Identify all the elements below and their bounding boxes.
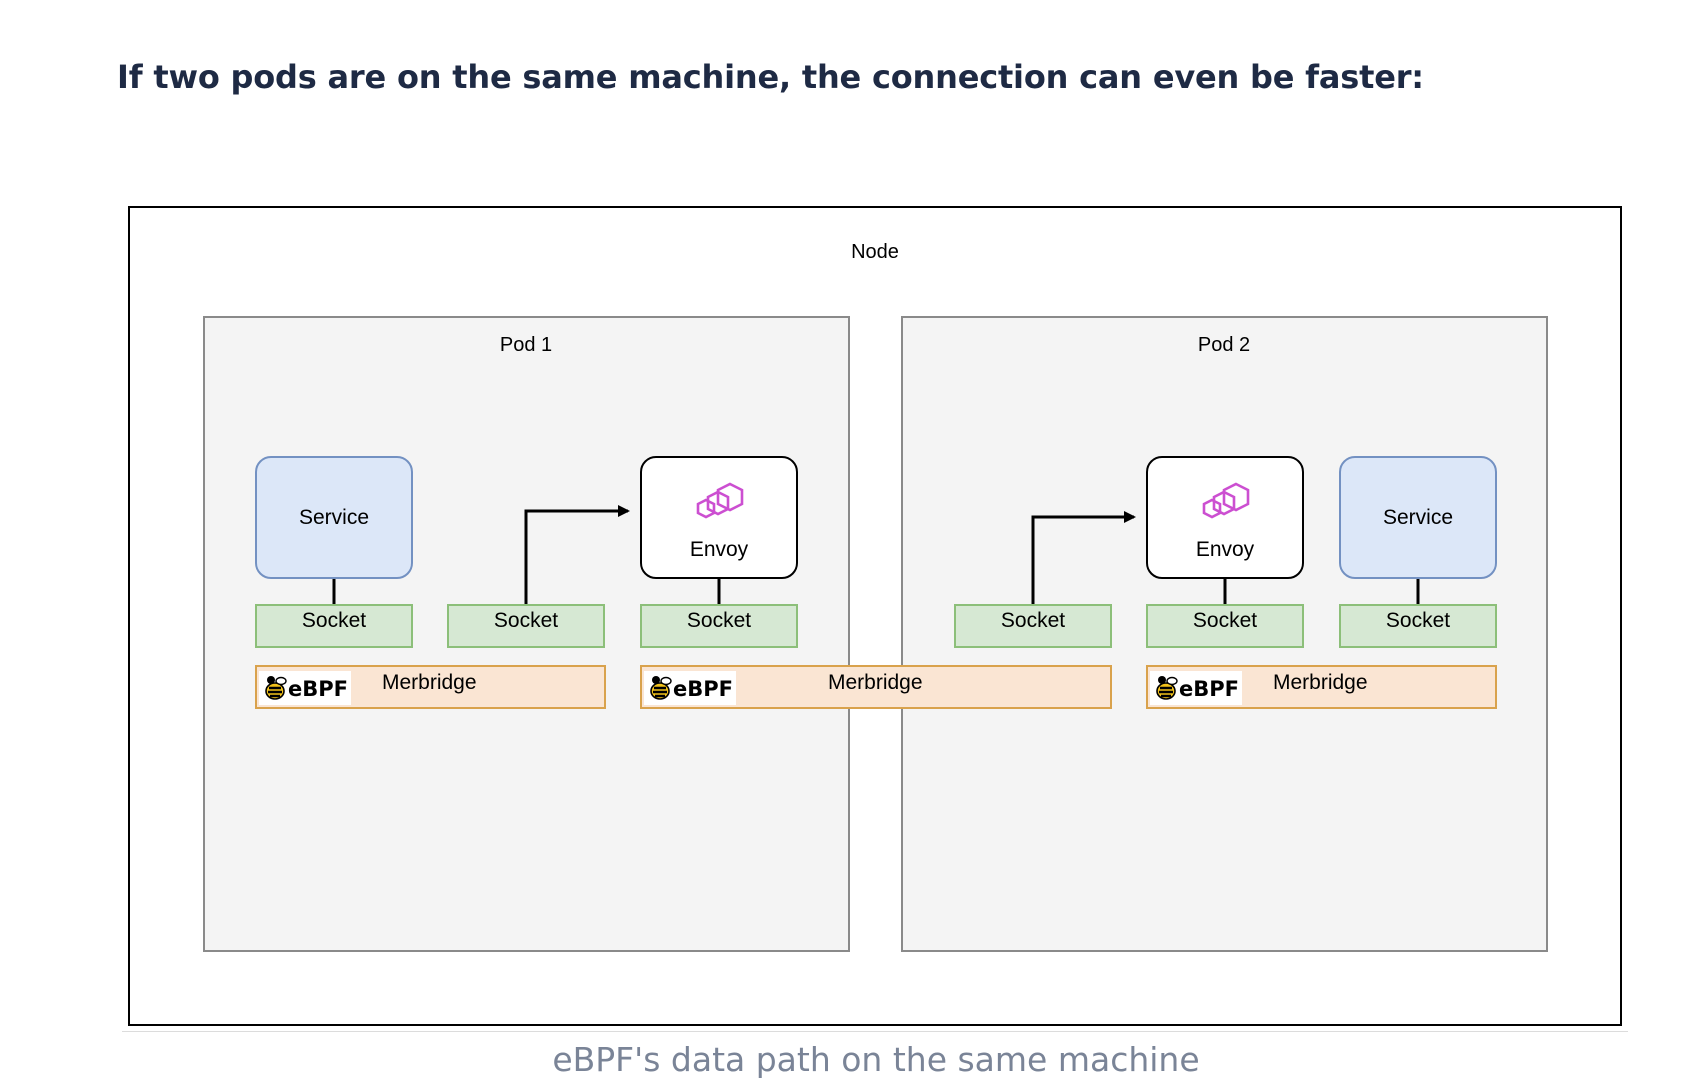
envoy-label: Envoy bbox=[689, 538, 749, 561]
ebpf-logo: eBPF bbox=[644, 671, 736, 705]
pod-1-label: Pod 1 bbox=[499, 334, 553, 356]
pod-2-socket-middle: Socket bbox=[954, 604, 1112, 648]
caption-divider bbox=[122, 1031, 1628, 1032]
bee-icon bbox=[650, 676, 672, 700]
ebpf-logo: eBPF bbox=[1150, 671, 1242, 705]
envoy-icon bbox=[696, 482, 744, 519]
pod-1-envoy: Envoy bbox=[640, 456, 798, 579]
ebpf-logo: eBPF bbox=[259, 671, 351, 705]
pod-2-service: Service bbox=[1339, 456, 1497, 579]
pod-2-socket-envoy: Socket bbox=[1146, 604, 1304, 648]
arrow-socket-to-envoy-pod1 bbox=[524, 505, 630, 604]
ebpf-logo-text: eBPF bbox=[288, 677, 348, 701]
merbridge-label: Merbridge bbox=[1273, 671, 1368, 694]
pod-1-socket-middle: Socket bbox=[447, 604, 605, 648]
envoy-label: Envoy bbox=[1195, 538, 1255, 561]
pod-1-socket-service: Socket bbox=[255, 604, 413, 648]
pod-2-socket-service: Socket bbox=[1339, 604, 1497, 648]
bee-icon bbox=[1156, 676, 1178, 700]
merbridge-bar-1: eBPF Merbridge bbox=[255, 665, 606, 709]
ebpf-logo-text: eBPF bbox=[1179, 677, 1239, 701]
merbridge-label: Merbridge bbox=[382, 671, 477, 694]
arrow-socket-to-envoy-pod2 bbox=[1031, 511, 1136, 604]
bee-icon bbox=[265, 676, 287, 700]
figure-caption: eBPF's data path on the same machine bbox=[552, 1040, 1200, 1079]
merbridge-bar-3: eBPF Merbridge bbox=[1146, 665, 1497, 709]
merbridge-label: Merbridge bbox=[828, 671, 923, 694]
node-label: Node bbox=[851, 241, 899, 263]
ebpf-logo-text: eBPF bbox=[673, 677, 733, 701]
pod-1-service: Service bbox=[255, 456, 413, 579]
envoy-icon bbox=[1202, 482, 1250, 519]
pod-2-envoy: Envoy bbox=[1146, 456, 1304, 579]
service-label: Service bbox=[1382, 505, 1454, 529]
service-label: Service bbox=[298, 505, 370, 529]
pod-2-label: Pod 2 bbox=[1197, 334, 1251, 356]
page-heading: If two pods are on the same machine, the… bbox=[117, 58, 1424, 96]
merbridge-bar-2: eBPF Merbridge bbox=[640, 665, 1112, 709]
pod-1-socket-envoy: Socket bbox=[640, 604, 798, 648]
